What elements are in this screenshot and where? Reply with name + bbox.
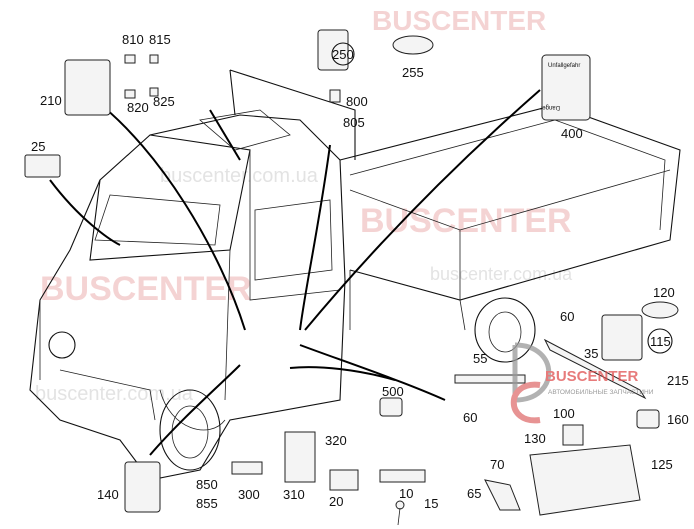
part-label-320: 320 <box>325 433 347 448</box>
watermark-brand: BUSCENTER <box>372 5 546 36</box>
part-label-215: 215 <box>667 373 689 388</box>
watermark-site: buscenter.com.ua <box>160 165 319 187</box>
part-label-805: 805 <box>343 115 365 130</box>
part-label-130: 130 <box>524 431 546 446</box>
circle-marker-250 <box>331 42 355 66</box>
part-shapes: Unfallgefahr Danger <box>24 29 679 526</box>
part-label-25: 25 <box>31 139 45 154</box>
fuse-block-310 <box>284 431 316 483</box>
warning-label-400 <box>541 54 591 121</box>
part-label-855: 855 <box>196 496 218 511</box>
part-label-140: 140 <box>97 487 119 502</box>
warning-label-bottom-title: Danger <box>540 104 560 110</box>
watermark-site: buscenter.com.ua <box>430 264 573 284</box>
part-label-60: 60 <box>560 309 574 324</box>
part-label-850: 850 <box>196 477 218 492</box>
fuse-box-125 <box>529 444 641 516</box>
part-label-65: 65 <box>467 486 481 501</box>
watermark-brand: BUSCENTER <box>40 270 252 308</box>
part-labels: 810 815 210 820 825 25 250 255 800 805 4… <box>31 32 689 511</box>
part-label-310: 310 <box>283 487 305 502</box>
bracket-55 <box>454 374 526 384</box>
disc-255 <box>392 35 434 55</box>
part-label-35: 35 <box>584 346 598 361</box>
part-label-115: 115 <box>650 334 671 349</box>
truck-illustration <box>29 69 681 481</box>
part-label-10: 10 <box>399 486 413 501</box>
part-label-100: 100 <box>553 406 575 421</box>
module-140 <box>124 461 161 513</box>
part-label-160: 160 <box>667 412 689 427</box>
watermark-site: buscenter.com.ua <box>35 383 194 405</box>
watermark-brand: BUSCENTER <box>360 202 572 240</box>
control-module-210 <box>64 59 111 116</box>
part-label-825: 825 <box>153 94 175 109</box>
callout-arrows <box>49 89 541 456</box>
logo-brand: BUSCENTER <box>545 368 639 385</box>
part-label-70: 70 <box>490 457 504 472</box>
part-label-810: 810 <box>122 32 144 47</box>
part-label-820: 820 <box>127 100 149 115</box>
part-label-255: 255 <box>402 65 424 80</box>
control-unit-115 <box>601 314 643 361</box>
circle-marker-115 <box>647 328 673 354</box>
relay-25 <box>24 154 61 178</box>
logo-subtitle: АВТОМОБИЛЬНЫЕ ЗАПЧАСТИНИ <box>548 389 654 396</box>
part-label-300: 300 <box>238 487 260 502</box>
part-label-210: 210 <box>40 93 62 108</box>
part-label-125: 125 <box>651 457 673 472</box>
part-label-55: 55 <box>473 351 487 366</box>
watermark: BUSCENTER BUSCENTER BUSCENTER buscenter.… <box>35 5 573 405</box>
part-label-800: 800 <box>346 94 368 109</box>
part-label-60b: 60 <box>463 410 477 425</box>
buscenter-logo: BUSCENTER АВТОМОБИЛЬНЫЕ ЗАПЧАСТИНИ <box>510 342 654 424</box>
part-label-120: 120 <box>653 285 675 300</box>
part-label-15: 15 <box>424 496 438 511</box>
part-label-250: 250 <box>332 47 354 62</box>
part-label-400: 400 <box>561 126 583 141</box>
part-label-815: 815 <box>149 32 171 47</box>
fuse-rail-35 <box>543 338 647 400</box>
warning-label-title: Unfallgefahr <box>548 63 580 69</box>
part-label-500: 500 <box>382 384 404 399</box>
part-label-20: 20 <box>329 494 343 509</box>
